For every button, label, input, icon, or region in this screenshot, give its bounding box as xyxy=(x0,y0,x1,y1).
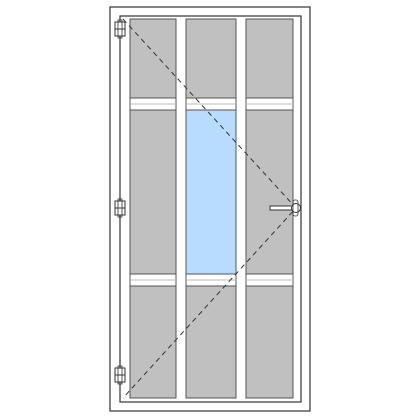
hinge-middle xyxy=(114,198,126,218)
panel-middle-right xyxy=(245,109,294,275)
panel-middle-left xyxy=(129,109,177,275)
door-handle-icon xyxy=(269,199,301,217)
panel-bottom-center xyxy=(185,285,237,399)
panel-top-left xyxy=(129,18,177,99)
hinge-icon-pin xyxy=(117,365,123,385)
panel-top-center xyxy=(185,18,237,99)
panel-bottom-right xyxy=(245,285,294,399)
panels-layer xyxy=(129,18,294,399)
hinge-top xyxy=(114,19,126,39)
panel-bottom-left xyxy=(129,285,177,399)
hinge-icon-pin xyxy=(117,198,123,218)
hinge-bottom xyxy=(114,365,126,385)
handle-plate xyxy=(292,199,299,217)
hinge-icon-pin xyxy=(117,19,123,39)
panel-top-right xyxy=(245,18,294,99)
